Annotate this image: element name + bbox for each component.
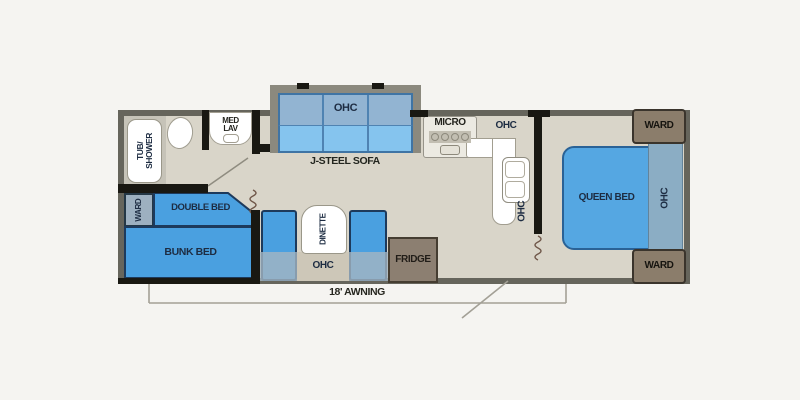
medlav-wall-right (252, 110, 260, 154)
range-oven (440, 145, 460, 155)
sofa-ohc-label: OHC (333, 102, 358, 115)
awning-label: 18' AWNING (329, 285, 385, 298)
tub-shower (127, 119, 162, 183)
burner-icon (431, 133, 439, 141)
double-bed-label: DOUBLE BED (171, 202, 230, 214)
med-lav-label: MED LAV (222, 115, 239, 133)
slideout-wall-top (270, 85, 421, 93)
fridge-label: FRIDGE (395, 253, 431, 265)
sofa-end-wall (252, 144, 280, 152)
med-lav-cabinet (209, 112, 252, 145)
queen-ohc (648, 143, 683, 253)
curtain-squiggle-icon (534, 235, 542, 261)
burner-icon (451, 133, 459, 141)
sofa-label: J-STEEL SOFA (310, 155, 380, 168)
slideout-wall-right (413, 85, 421, 153)
bathroom-door-swing (207, 157, 249, 187)
bunk-bed-label: BUNK BED (164, 245, 217, 258)
kitchen-sink-bowl (505, 161, 525, 178)
kitchen-sink-bowl (505, 181, 525, 198)
sofa-cushion-divider (367, 95, 369, 151)
awning-leader-line (461, 280, 509, 319)
ward-front-top-label: WARD (644, 120, 674, 132)
slideout-wall-left (270, 85, 278, 153)
ward-bunk-label: WARD (133, 198, 143, 222)
dinette-ohc-label: OHC (312, 260, 334, 272)
dinette-ohc-strip (297, 252, 349, 281)
sofa-seat (278, 125, 413, 153)
bathroom-wall-bottom (118, 184, 208, 193)
wall-accent (528, 110, 550, 117)
bedroom-wall (534, 110, 542, 234)
bunkroom-wall-right (251, 210, 260, 278)
sofa-cushion-divider (322, 95, 324, 151)
kitchen-counter-seam (494, 140, 514, 156)
micro-label: MICRO (434, 117, 466, 129)
kitchen-ohc-side-label: OHC (516, 200, 528, 222)
queen-ohc-label: OHC (659, 187, 671, 209)
curtain-squiggle-icon (249, 189, 257, 215)
fridge (388, 237, 438, 283)
dinette-ohc-overlay (348, 252, 388, 281)
sofa-ohc-shelf (278, 93, 413, 125)
tub-shower-label: TUB/ SHOWER (135, 133, 154, 169)
ward-front-top (632, 109, 686, 144)
slideout-latch-left (297, 83, 309, 89)
ward-front-bottom-label: WARD (644, 260, 674, 272)
medlav-wall-left (202, 110, 209, 150)
range-burners (429, 131, 471, 143)
burner-icon (441, 133, 449, 141)
kitchen-ohc-top-label: OHC (495, 119, 517, 131)
dinette-ohc-overlay (260, 252, 298, 281)
burner-icon (461, 133, 469, 141)
queen-bed-label: QUEEN BED (578, 191, 635, 203)
lav-sink (223, 134, 239, 143)
dinette-table-label: DINETTE (318, 213, 328, 246)
ward-front-bottom (632, 249, 686, 284)
dinette-table (301, 205, 347, 254)
slideout-latch-right (372, 83, 384, 89)
wall-accent (410, 110, 428, 117)
wall-accent-bunk-bottom (118, 278, 260, 284)
